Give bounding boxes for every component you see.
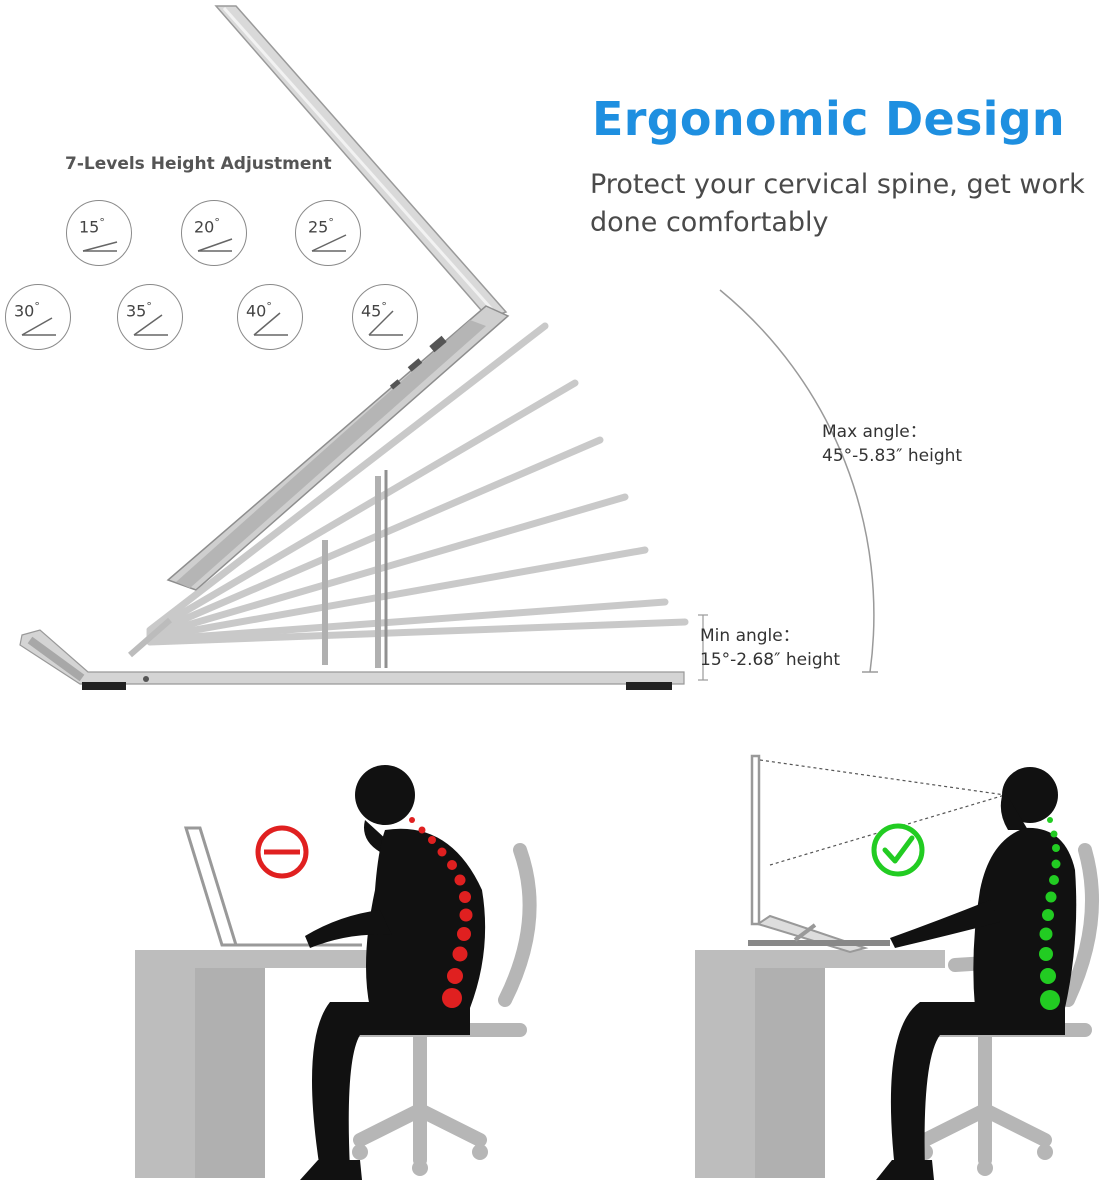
laptop-on-stand [748, 754, 890, 954]
laptop-base [166, 305, 510, 591]
degree-symbol: ° [34, 300, 40, 313]
bad-posture-scene [135, 765, 537, 1180]
person-silhouette-slouched [300, 765, 486, 1180]
angle-level-label: 20 [194, 217, 215, 237]
max-angle-annotation: Max angle： 45°-5.83″ height [822, 420, 962, 468]
spine-indicator-bad [409, 817, 473, 1008]
min-angle-label: Min angle： [700, 626, 800, 646]
angle-level-label: 35 [126, 301, 147, 321]
no-entry-icon [255, 825, 309, 879]
page-title: Ergonomic Design [592, 92, 1065, 146]
angle-45-icon [368, 310, 403, 336]
degree-symbol: ° [99, 216, 105, 229]
max-angle-arc [719, 289, 875, 673]
angle-level-label: 25 [308, 217, 329, 237]
angle-level-label: 15 [79, 217, 100, 237]
check-circle-icon [871, 823, 925, 877]
angle-35-icon [133, 314, 168, 336]
stand-base [19, 617, 685, 690]
angle-30-icon [21, 317, 56, 336]
degree-symbol: ° [214, 216, 220, 229]
angle-level-label: 30 [14, 301, 35, 321]
desk [135, 950, 385, 1178]
good-posture-scene [695, 754, 1099, 1180]
angle-level-15: 15° [66, 200, 132, 266]
laptop-screen [214, 5, 508, 319]
desk [695, 950, 945, 1178]
angle-level-label: 40 [246, 301, 267, 321]
angle-level-45: 45° [352, 284, 418, 350]
angle-level-25: 25° [295, 200, 361, 266]
angle-20-icon [197, 238, 233, 252]
angle-level-40: 40° [237, 284, 303, 350]
max-angle-value: 45°-5.83″ height [822, 446, 963, 466]
page-subtitle: Protect your cervical spine, get work do… [590, 169, 1085, 238]
laptop-stand-illustration [19, 5, 878, 690]
angle-level-35: 35° [117, 284, 183, 350]
height-adjustment-heading: 7-Levels Height Adjustment [65, 154, 332, 174]
spine-indicator-good [1039, 817, 1061, 1010]
max-angle-label: Max angle： [822, 422, 927, 442]
angle-level-label: 45 [361, 301, 382, 321]
min-angle-annotation: Min angle： 15°-2.68″ height [700, 624, 840, 672]
angle-40-icon [253, 312, 288, 336]
min-angle-value: 15°-2.68″ height [700, 650, 841, 670]
stand-angle-plates [146, 322, 689, 646]
degree-symbol: ° [381, 300, 387, 313]
angle-level-30: 30° [5, 284, 71, 350]
stand-support-legs [322, 470, 388, 668]
person-silhouette-upright [876, 767, 1077, 1180]
angle-level-20: 20° [181, 200, 247, 266]
angle-15-icon [82, 241, 118, 252]
laptop [183, 826, 362, 947]
degree-symbol: ° [146, 300, 152, 313]
angle-25-icon [311, 234, 347, 252]
degree-symbol: ° [328, 216, 334, 229]
degree-symbol: ° [266, 300, 272, 313]
min-height-bracket [698, 614, 708, 681]
